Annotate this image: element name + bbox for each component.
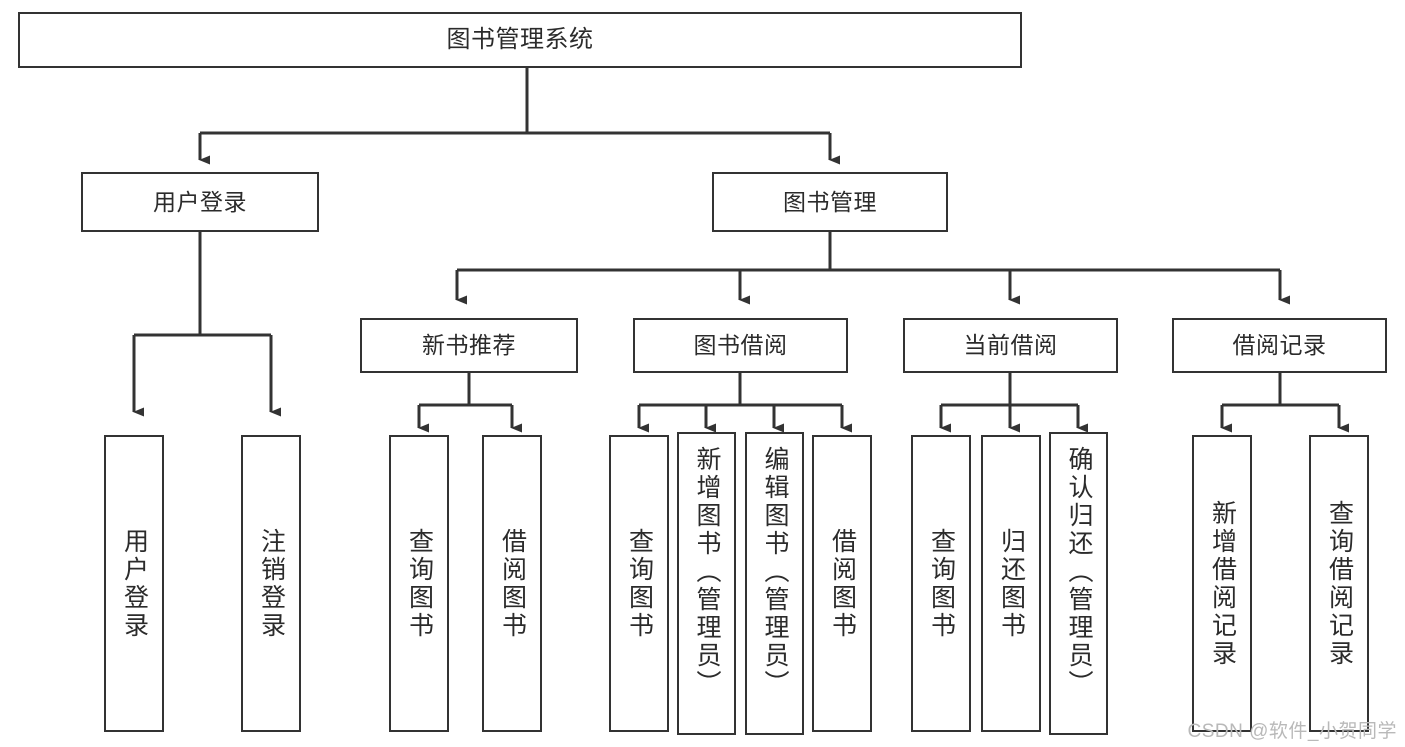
node-label: 注销登录 [257, 527, 286, 640]
node-label: 确认归还（管理员） [1065, 446, 1093, 698]
leaf-borrow-query-book[interactable]: 查询图书 [609, 435, 669, 732]
node-label: 新增图书（管理员） [693, 446, 721, 698]
node-label: 图书管理 [783, 188, 877, 215]
leaf-borrow-add-book-admin[interactable]: 新增图书（管理员） [677, 432, 736, 735]
node-label: 归还图书 [997, 527, 1026, 640]
node-label: 用户登录 [153, 188, 247, 215]
node-user-login[interactable]: 用户登录 [81, 172, 319, 232]
node-label: 查询图书 [927, 527, 956, 640]
node-borrow-record[interactable]: 借阅记录 [1172, 318, 1387, 373]
node-label: 查询图书 [405, 527, 434, 640]
node-label: 编辑图书（管理员） [761, 446, 789, 698]
node-book-borrow[interactable]: 图书借阅 [633, 318, 848, 373]
leaf-recommend-borrow-book[interactable]: 借阅图书 [482, 435, 542, 732]
node-label: 当前借阅 [963, 332, 1058, 359]
leaf-current-query-book[interactable]: 查询图书 [911, 435, 971, 732]
node-label: 图书借阅 [693, 332, 788, 359]
leaf-user-logout[interactable]: 注销登录 [241, 435, 301, 732]
node-label: 新增借阅记录 [1208, 499, 1237, 668]
leaf-record-add-record[interactable]: 新增借阅记录 [1192, 435, 1252, 732]
node-new-book-recommend[interactable]: 新书推荐 [360, 318, 578, 373]
leaf-recommend-query-book[interactable]: 查询图书 [389, 435, 449, 732]
node-label: 查询借阅记录 [1325, 499, 1354, 668]
leaf-user-login[interactable]: 用户登录 [104, 435, 164, 732]
node-label: 新书推荐 [422, 332, 516, 359]
node-label: 借阅图书 [828, 527, 857, 640]
leaf-borrow-borrow-book[interactable]: 借阅图书 [812, 435, 872, 732]
leaf-record-query-record[interactable]: 查询借阅记录 [1309, 435, 1369, 732]
node-book-management[interactable]: 图书管理 [712, 172, 948, 232]
node-label: 借阅记录 [1232, 332, 1327, 359]
node-current-borrow[interactable]: 当前借阅 [903, 318, 1118, 373]
leaf-current-confirm-return-admin[interactable]: 确认归还（管理员） [1049, 432, 1108, 735]
node-label: 图书管理系统 [446, 26, 594, 54]
leaf-current-return-book[interactable]: 归还图书 [981, 435, 1041, 732]
node-root-system[interactable]: 图书管理系统 [18, 12, 1022, 68]
leaf-borrow-edit-book-admin[interactable]: 编辑图书（管理员） [745, 432, 804, 735]
node-label: 借阅图书 [498, 527, 527, 640]
node-label: 查询图书 [625, 527, 654, 640]
node-label: 用户登录 [120, 527, 149, 640]
